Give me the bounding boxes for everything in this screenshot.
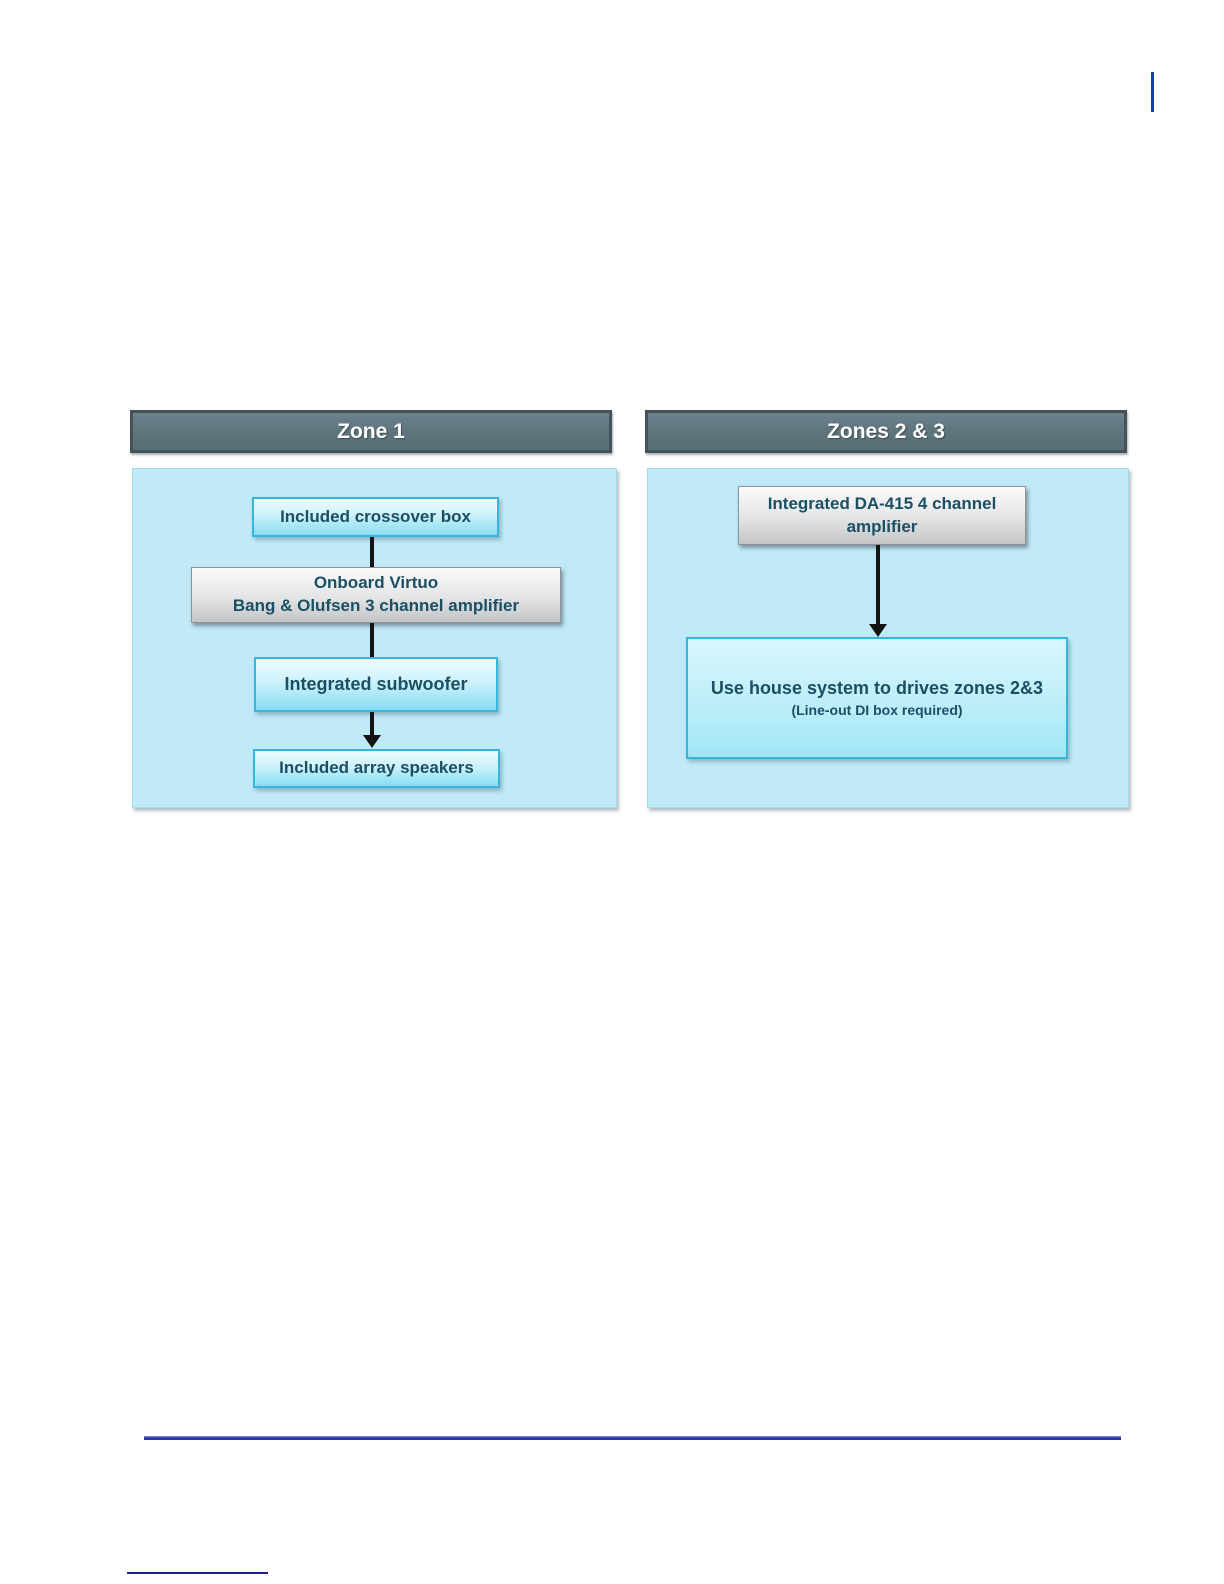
node-label-line1: Integrated DA-415 4 channel <box>767 493 997 513</box>
zone1-header: Zone 1 <box>130 410 612 453</box>
connector-line <box>370 623 374 657</box>
zones23-title: Zones 2 & 3 <box>827 419 945 443</box>
arrow-shaft <box>370 712 374 736</box>
node-label-line2: Bang & Olufsen 3 channel amplifier <box>232 596 520 615</box>
footer-divider-rule <box>144 1436 1121 1440</box>
node-label: Included array speakers <box>279 758 474 778</box>
arrow-shaft <box>876 545 880 624</box>
node-label-line2: amplifier <box>846 516 918 536</box>
node-label: Integrated subwoofer <box>284 674 468 695</box>
node-label-line2: (Line-out DI box required) <box>791 701 963 718</box>
connector-line <box>370 537 374 567</box>
node-included-crossover-box: Included crossover box <box>252 497 499 537</box>
node-onboard-virtuo-amplifier: Onboard Virtuo Bang & Olufsen 3 channel … <box>191 567 561 623</box>
arrow-down-icon <box>869 624 887 637</box>
node-integrated-da415-amplifier: Integrated DA-415 4 channel amplifier <box>738 486 1026 545</box>
footnote-separator-rule <box>127 1572 268 1574</box>
zones23-panel: Integrated DA-415 4 channel amplifier Us… <box>647 468 1129 808</box>
node-label: Included crossover box <box>280 506 471 526</box>
zones23-header: Zones 2 & 3 <box>645 410 1127 453</box>
arrow-down-icon <box>363 735 381 748</box>
node-use-house-system: Use house system to drives zones 2&3 (Li… <box>686 637 1068 759</box>
node-included-array-speakers: Included array speakers <box>253 749 500 788</box>
margin-change-bar <box>1151 72 1154 112</box>
node-integrated-subwoofer: Integrated subwoofer <box>254 657 498 712</box>
zone1-panel: Included crossover box Onboard Virtuo Ba… <box>132 468 617 808</box>
zone1-title: Zone 1 <box>337 419 405 443</box>
node-label-line1: Use house system to drives zones 2&3 <box>710 678 1044 699</box>
node-label-line1: Onboard Virtuo <box>313 573 439 593</box>
